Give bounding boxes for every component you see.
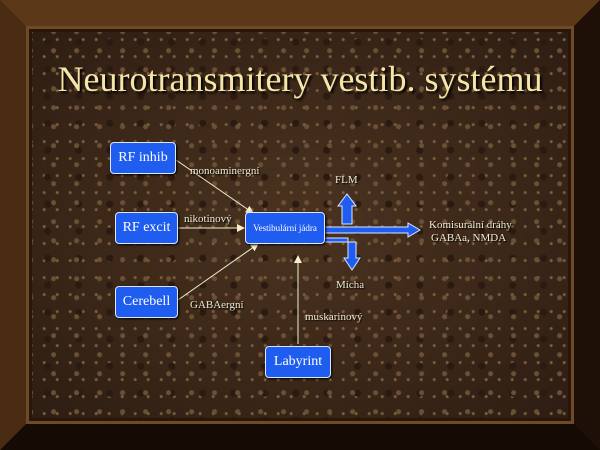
node-cerebell: Cerebell — [115, 286, 178, 318]
node-labyrint: Labyrint — [265, 346, 331, 378]
arrow-cerebell-to-vestibular — [177, 243, 259, 301]
arrow-to-flm — [337, 193, 357, 225]
label-micha: Mícha — [336, 279, 365, 291]
slide-title: Neurotransmitery vestib. systému — [57, 59, 543, 99]
node-rf-inhib: RF inhib — [110, 142, 176, 174]
node-vestibularni-jadra: Vestibulární jádra — [245, 212, 325, 244]
arrow-rf-inhib-to-vestibular — [175, 159, 254, 214]
label-nikotinovy: nikotinový — [184, 213, 232, 225]
label-flm: FLM — [335, 174, 358, 186]
label-gaba-nmda: GABAa, NMDA — [431, 232, 507, 244]
label-komisuralni-drahy: Komisurální dráhy — [429, 219, 512, 231]
label-monoaminergni: monoaminergní — [190, 165, 260, 177]
node-rf-excit: RF excit — [115, 212, 178, 244]
label-gabaergni: GABAergní — [190, 299, 244, 311]
label-muskarinovy: muskarinový — [305, 311, 363, 323]
arrow-to-micha — [321, 237, 361, 271]
arrow-to-komisuralni — [321, 222, 421, 238]
